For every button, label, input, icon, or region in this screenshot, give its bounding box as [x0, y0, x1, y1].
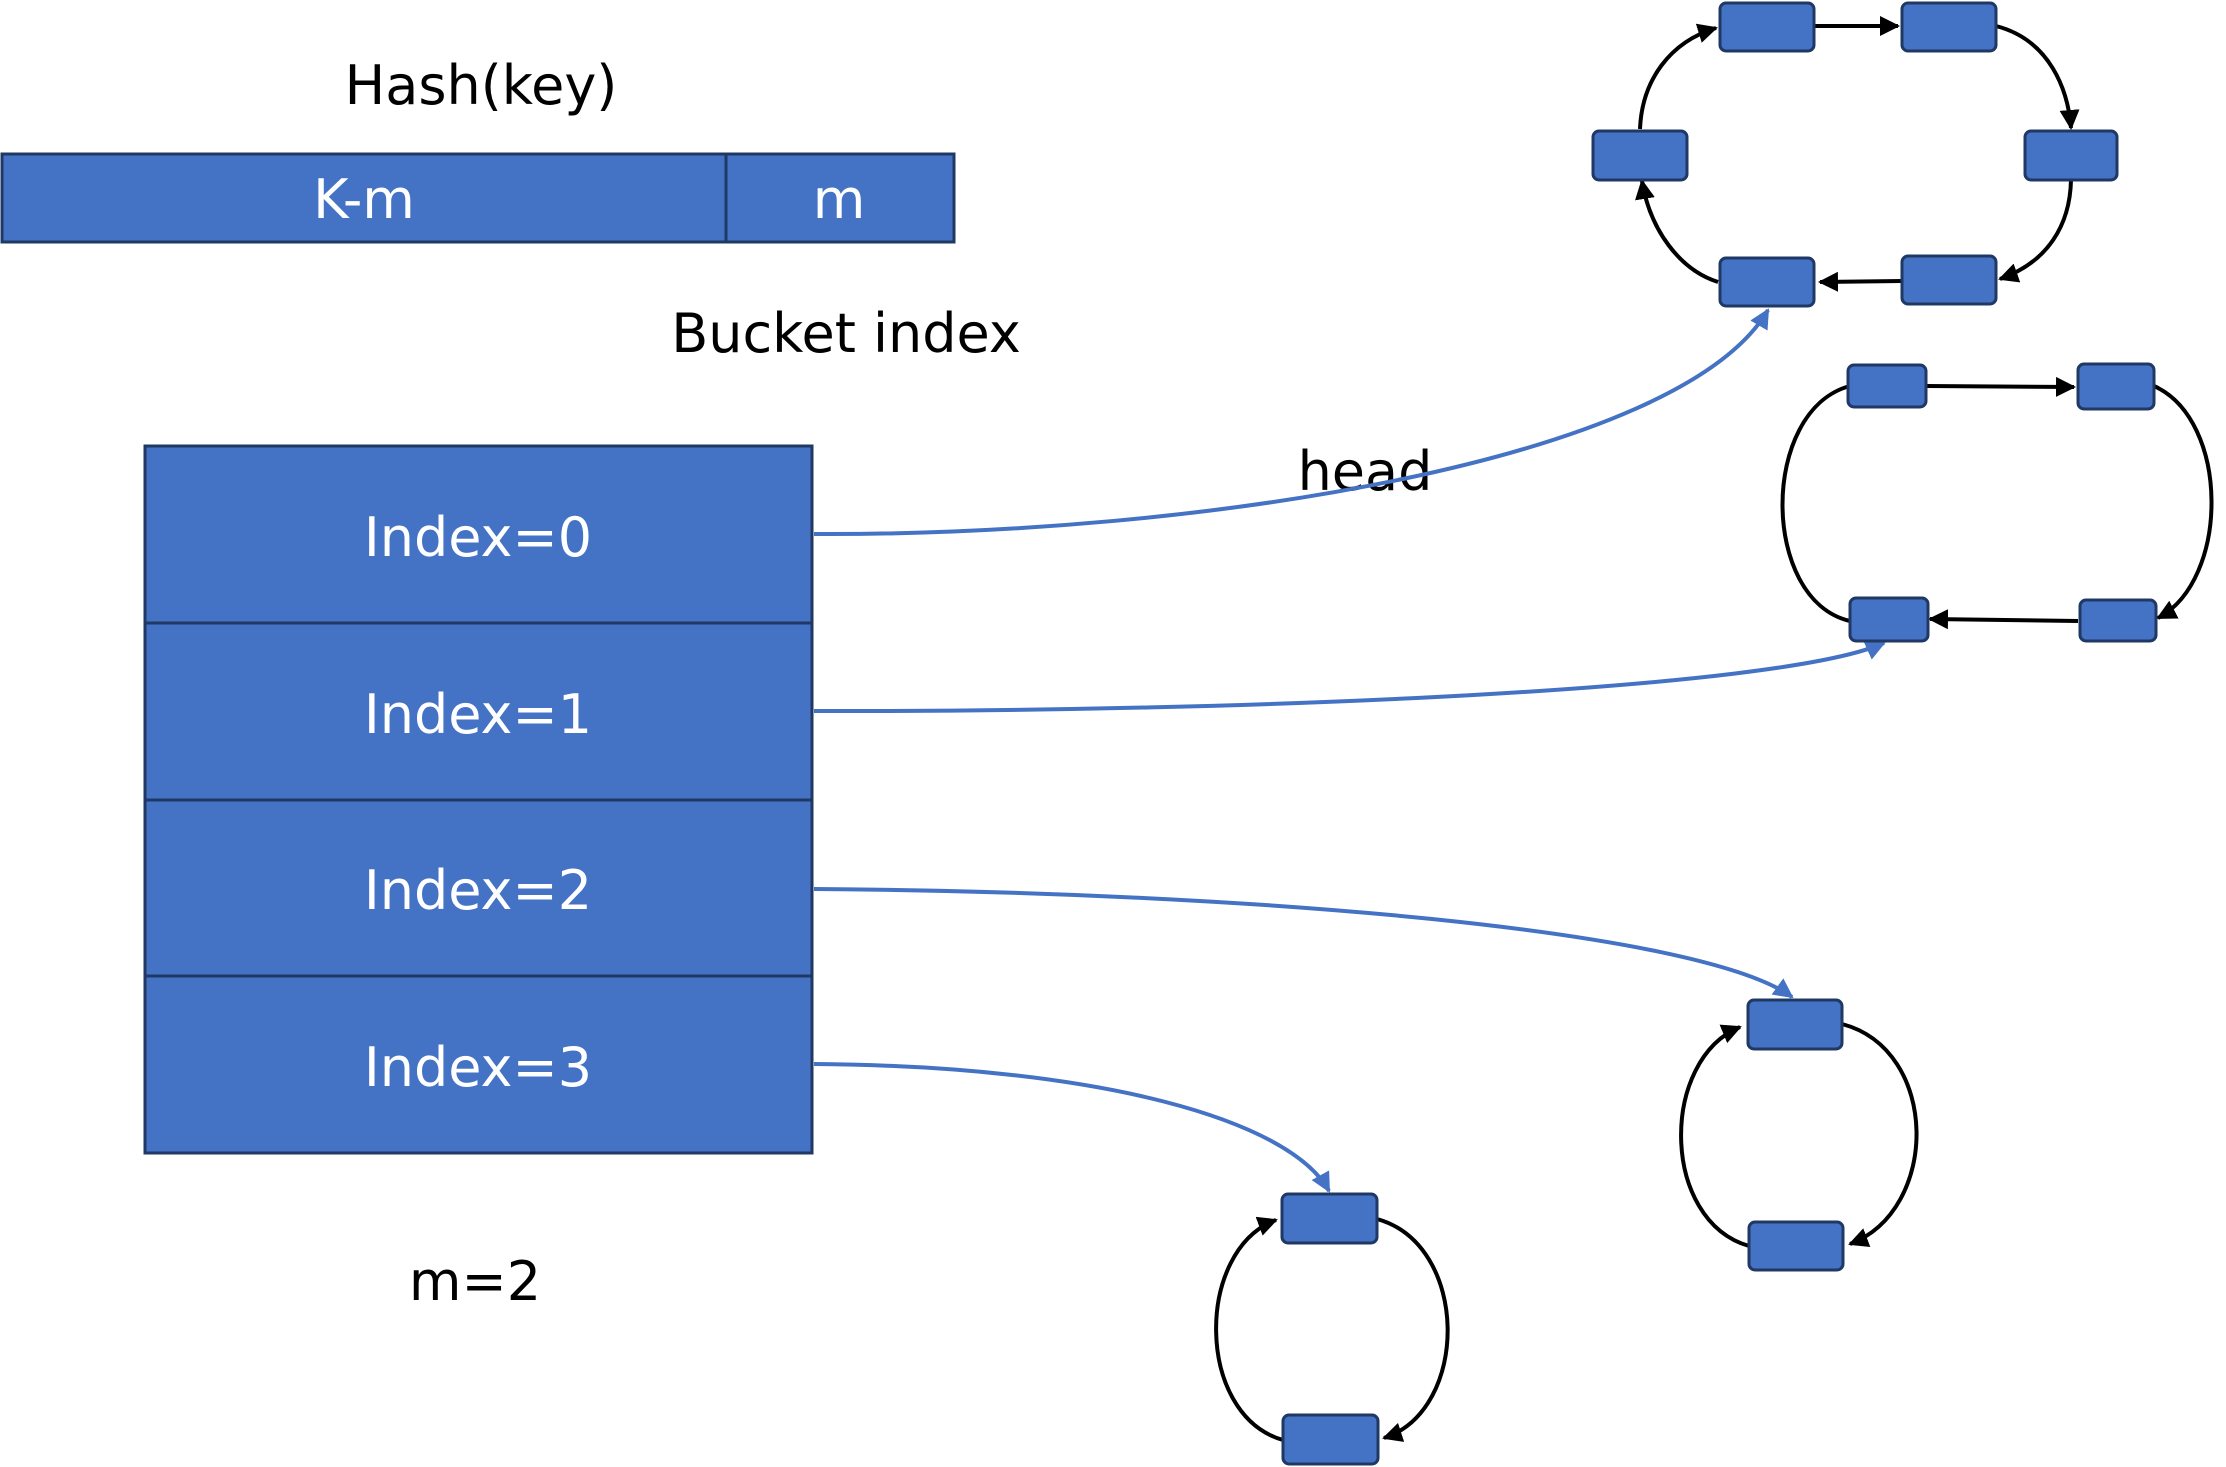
ring1-node — [2078, 598, 2158, 643]
ring0-link — [1635, 179, 1719, 284]
m-value-label: m=2 — [409, 1250, 541, 1313]
bucket-label-3: Index=3 — [364, 1036, 592, 1099]
ring2-node — [1746, 998, 1844, 1051]
ring1-link — [1928, 609, 2079, 630]
ring-bucket-0 — [1591, 1, 2119, 308]
ring0-link — [1998, 179, 2073, 283]
ring1-node — [1846, 363, 1928, 409]
pointer-bucket-3 — [813, 1062, 1331, 1193]
hash-bar-low-label: m — [813, 168, 866, 231]
bucket-cell-0 — [143, 444, 814, 625]
ring0-node — [1900, 254, 1998, 306]
ring0-node — [1718, 256, 1816, 308]
ring0-node — [1900, 1, 1998, 53]
ring1-node — [2076, 362, 2156, 411]
bucket-pointers — [813, 308, 1886, 1193]
bucket-label-1: Index=1 — [364, 683, 592, 746]
bucket-label-2: Index=2 — [364, 859, 592, 922]
bucket-table: Index=0 Index=1 Index=2 Index=3 — [143, 444, 814, 1155]
ring-bucket-3 — [1214, 1192, 1450, 1466]
pointer-bucket-2 — [813, 887, 1794, 999]
ring1-link — [1780, 384, 1851, 623]
ring-bucket-1 — [1780, 362, 2214, 643]
ring0-link — [1818, 271, 1903, 292]
ring1-link — [1925, 376, 2076, 397]
bucket-label-0: Index=0 — [364, 506, 592, 569]
hash-bar-high-label: K-m — [313, 168, 415, 231]
ring2-link — [1841, 1022, 1919, 1247]
bucket-cell-1 — [143, 621, 814, 802]
ring0-link — [1638, 23, 1718, 130]
ring3-link — [1214, 1216, 1284, 1442]
hash-bar: K-m m — [0, 152, 956, 244]
hash-key-label: Hash(key) — [345, 54, 618, 117]
pointer-bucket-0 — [813, 308, 1770, 537]
bucket-index-label: Bucket index — [671, 302, 1021, 365]
ring3-node — [1281, 1413, 1380, 1466]
ring1-node — [1848, 596, 1930, 643]
ring3-node — [1280, 1192, 1379, 1245]
ring0-node — [1591, 129, 1689, 182]
ring-bucket-2 — [1679, 998, 1919, 1272]
head-label: head — [1298, 440, 1433, 503]
ring1-link — [2153, 384, 2214, 620]
ring2-link — [1679, 1024, 1750, 1248]
bucket-cell-2 — [143, 798, 814, 978]
ring2-node — [1747, 1220, 1845, 1272]
ring3-link — [1376, 1217, 1450, 1442]
hash-bar-low-bits — [724, 152, 956, 244]
ring0-link — [1995, 24, 2080, 130]
ring0-node — [1718, 1, 1816, 53]
bucket-cell-3 — [143, 974, 814, 1155]
hash-bar-high-bits — [0, 152, 728, 244]
pointer-bucket-1 — [813, 641, 1886, 714]
ring0-node — [2023, 129, 2119, 182]
